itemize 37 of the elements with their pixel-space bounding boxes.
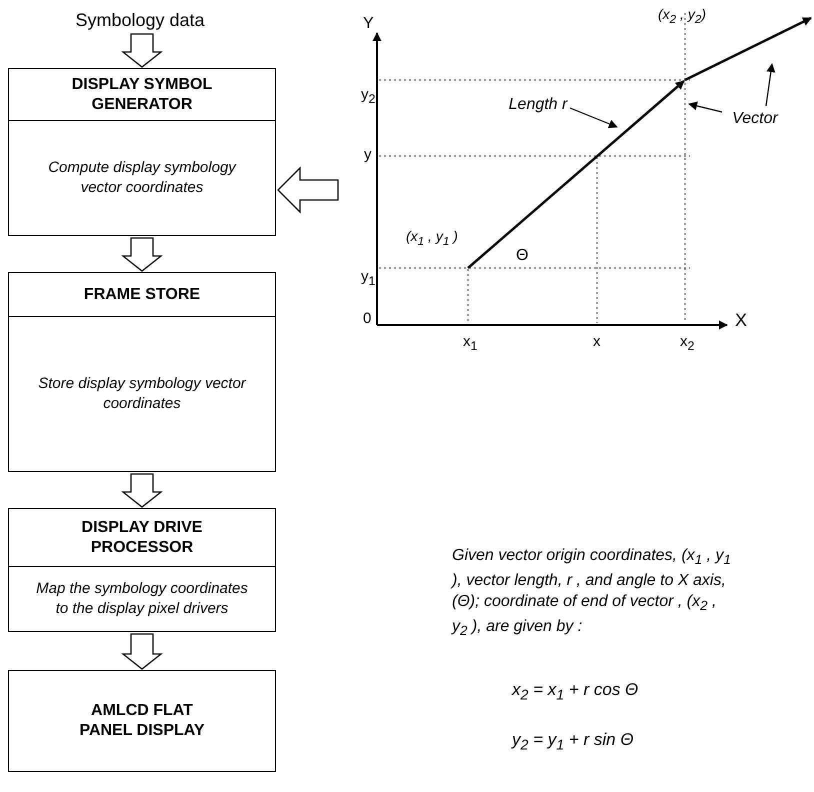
- tick-label: 0: [363, 310, 372, 327]
- coordinate-label: (x$_{2}$ , y$_{2}$): [658, 6, 706, 26]
- box-heading: DISPLAY SYMBOL GENERATOR: [9, 69, 275, 121]
- tick-label: x$_{2}$: [680, 333, 694, 353]
- block-arrow: [121, 633, 163, 670]
- axis-label: Y: [363, 15, 374, 33]
- box-heading: DISPLAY DRIVE PROCESSOR: [9, 509, 275, 567]
- block-arrow: [121, 237, 163, 272]
- leader-line: [765, 63, 776, 106]
- process-box: [8, 508, 276, 632]
- tick-label: y$_{1}$: [361, 268, 376, 288]
- tick-label: x$_{1}$: [463, 333, 478, 353]
- block-arrow: [277, 166, 339, 214]
- formula: x$_{2}$ = x$_{1}$ + r cos Θ: [512, 680, 638, 704]
- block-arrow: [121, 473, 163, 508]
- axis-label: X: [735, 310, 748, 331]
- tick-label: x: [593, 333, 600, 350]
- process-box: [8, 272, 276, 472]
- box-description: Compute display symbology vector coordinates: [47, 158, 238, 198]
- leader-line: [570, 107, 618, 128]
- input-label: Symbology data: [40, 10, 240, 31]
- process-box: [8, 68, 276, 236]
- box-description: Store display symbology vector coordinates: [37, 374, 248, 414]
- callout-label: Vector: [720, 110, 790, 128]
- tick-label: y: [364, 146, 372, 163]
- block-arrow: [121, 33, 163, 68]
- angle-label: Θ: [516, 247, 528, 265]
- callout-label: Length r: [498, 96, 578, 114]
- explanation-text: Given vector origin coordinates, (x$_{1}$ , y$_{1}$ ), vector length, r , and angle to X axis, (Θ); coordinate of end of vector , (x$_{2}$ , y$_{2}$ ), are given by :: [452, 546, 732, 641]
- tick-label: y$_{2}$: [361, 86, 376, 106]
- coordinate-label: (x$_{1}$ , y$_{1}$ ): [406, 228, 458, 248]
- process-box: [8, 670, 276, 772]
- box-heading: AMLCD FLAT PANEL DISPLAY: [78, 701, 206, 741]
- leader-line: [688, 102, 722, 113]
- box-heading: FRAME STORE: [9, 273, 275, 317]
- box-description: Map the symbology coordinates to the display pixel drivers: [35, 579, 249, 619]
- formula: y$_{2}$ = y$_{1}$ + r sin Θ: [512, 730, 634, 754]
